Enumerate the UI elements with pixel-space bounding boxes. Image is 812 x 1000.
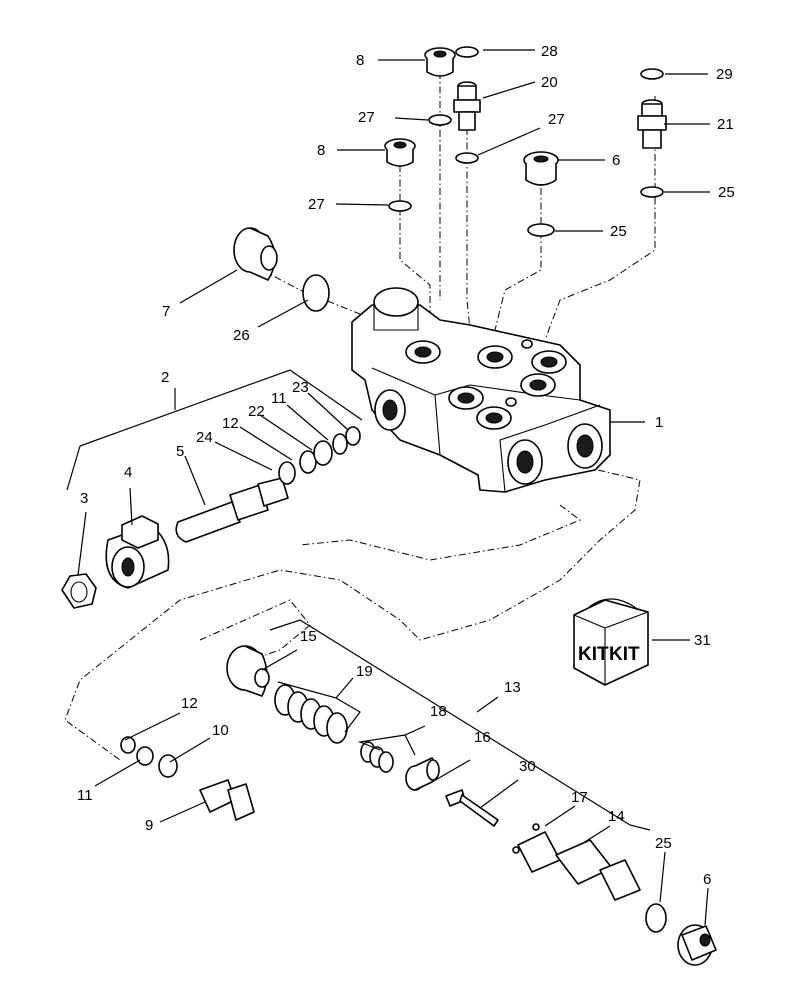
relief-valve-9 (199, 779, 255, 821)
callout-23: 23 (292, 379, 309, 396)
callout-31: 31 (694, 632, 711, 649)
callout-15: 15 (300, 628, 317, 645)
callout-9: 9 (145, 817, 153, 834)
o-rings-lower-left (120, 736, 178, 778)
spring-15 (226, 645, 270, 697)
callout-3: 3 (80, 490, 88, 507)
callout-13: 13 (504, 679, 521, 696)
o-ring-26 (302, 274, 330, 312)
callout-27-top: 27 (358, 109, 375, 126)
o-rings-18 (360, 741, 394, 773)
callout-11-lower: 11 (77, 787, 93, 804)
cartridge-5 (175, 477, 289, 543)
pin-30 (445, 789, 499, 827)
callout-14: 14 (608, 808, 625, 825)
nut-3 (61, 573, 97, 609)
plug-8-left (384, 138, 416, 167)
callout-2: 2 (161, 369, 169, 386)
callout-28: 28 (541, 43, 558, 60)
callout-7: 7 (162, 303, 170, 320)
o-ring-25-lower (645, 903, 667, 933)
plug-7 (233, 227, 278, 281)
callout-11-upper: 11 (271, 390, 287, 407)
callout-18: 18 (430, 703, 447, 720)
callout-16: 16 (474, 729, 491, 746)
coil-4 (105, 515, 170, 589)
callout-19: 19 (356, 663, 373, 680)
fitting-21 (637, 99, 667, 149)
callout-5: 5 (176, 443, 184, 460)
callout-25-mid: 25 (610, 223, 627, 240)
valve-body (351, 287, 611, 493)
leader-lines (66, 49, 710, 926)
seals-22-23-24-12-11 (278, 426, 361, 485)
callout-27-left: 27 (308, 196, 325, 213)
callout-17: 17 (571, 789, 588, 806)
callout-1: 1 (655, 414, 663, 431)
plug-8-top (424, 47, 456, 77)
callout-12-upper: 12 (222, 415, 239, 432)
callout-10: 10 (212, 722, 229, 739)
callout-22: 22 (248, 403, 265, 420)
fitting-20 (453, 81, 481, 131)
callout-29: 29 (716, 66, 733, 83)
plug-6-top (523, 151, 559, 186)
callout-25-lower: 25 (655, 835, 672, 852)
callout-labels: 8 28 20 27 27 8 6 27 29 21 25 25 7 26 1 … (77, 43, 735, 888)
callout-26: 26 (233, 327, 250, 344)
sleeve-16 (405, 757, 440, 791)
assembly-centerlines (64, 72, 656, 761)
callout-25-top: 25 (718, 184, 735, 201)
kit-label-right: KIT (609, 644, 640, 665)
callout-12-lower: 12 (181, 695, 198, 712)
callout-30: 30 (519, 758, 536, 775)
o-rings-top (388, 46, 664, 237)
plug-6-lower (677, 924, 717, 966)
callout-4: 4 (124, 464, 132, 481)
callout-21: 21 (717, 116, 734, 133)
callout-27-right: 27 (548, 111, 565, 128)
callout-8-top: 8 (356, 52, 364, 69)
o-rings-19 (274, 684, 348, 744)
kit-box: KIT KIT (573, 598, 649, 686)
callout-6-top: 6 (612, 152, 620, 169)
callout-8-left: 8 (317, 142, 325, 159)
spool-14 (512, 823, 641, 901)
callout-20: 20 (541, 74, 558, 91)
callout-24: 24 (196, 429, 213, 446)
kit-label-left: KIT (578, 644, 609, 665)
callout-6-lower: 6 (703, 871, 711, 888)
